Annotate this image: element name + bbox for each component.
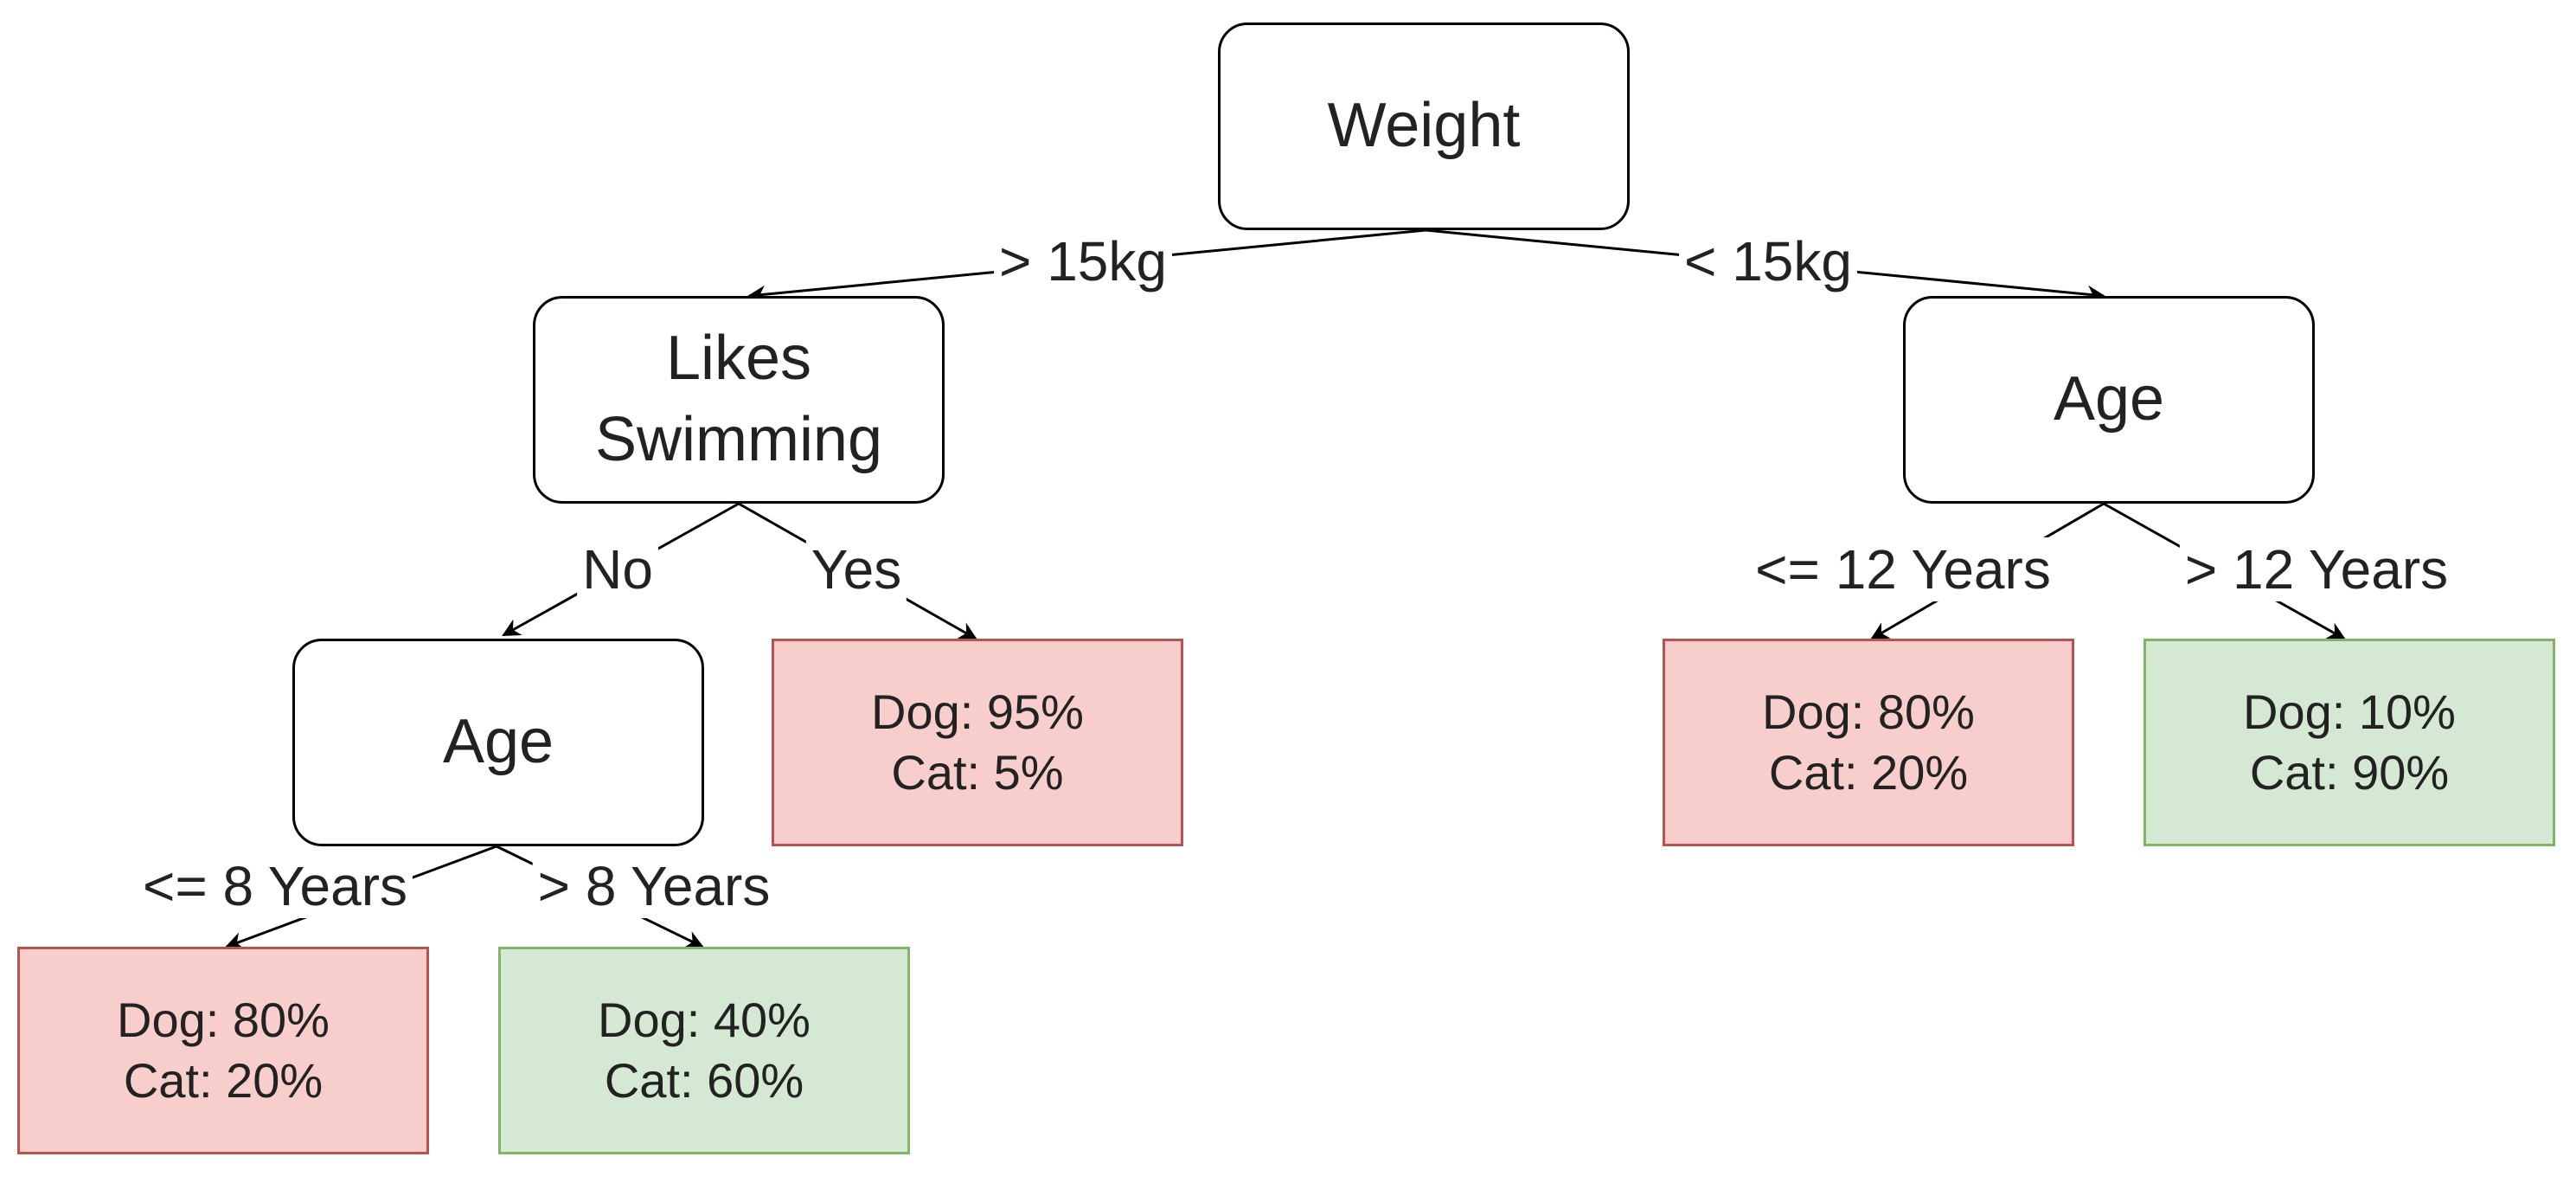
edge-label-age-right-le12: <= 12 Years — [1750, 537, 2056, 601]
leaf-age-right-gt12: Dog: 10% Cat: 90% — [2143, 639, 2555, 846]
node-age-right-label: Age — [2053, 364, 2165, 434]
leaf-swim-yes: Dog: 95% Cat: 5% — [772, 639, 1183, 846]
leaf-age-left-gt8: Dog: 40% Cat: 60% — [498, 947, 910, 1154]
node-age-left: Age — [292, 639, 704, 846]
node-age-right: Age — [1903, 296, 2315, 504]
leaf-dog-percent: Dog: 80% — [117, 993, 330, 1047]
leaf-age-right-le12: Dog: 80% Cat: 20% — [1663, 639, 2074, 846]
leaf-dog-percent: Dog: 40% — [598, 993, 811, 1047]
node-age-left-label: Age — [442, 707, 554, 777]
leaf-cat-percent: Cat: 60% — [604, 1053, 804, 1108]
leaf-cat-percent: Cat: 20% — [1768, 745, 1969, 800]
edge-label-swim-yes: Yes — [805, 537, 907, 601]
leaf-dog-percent: Dog: 10% — [2243, 684, 2456, 739]
leaf-cat-percent: Cat: 90% — [2249, 745, 2450, 800]
edge-label-age-right-gt12: > 12 Years — [2179, 537, 2454, 601]
node-weight-label: Weight — [1327, 91, 1521, 161]
edge-label-weight-lt15: < 15kg — [1679, 229, 1857, 293]
leaf-cat-percent: Cat: 20% — [123, 1053, 324, 1108]
edge-label-age-left-le8: <= 8 Years — [137, 854, 413, 918]
leaf-dog-percent: Dog: 80% — [1762, 684, 1975, 739]
edge-label-swim-no: No — [577, 537, 658, 601]
node-weight: Weight — [1218, 22, 1630, 230]
edge-label-weight-gt15: > 15kg — [994, 229, 1172, 293]
node-likes-swimming-label: Likes Swimming — [594, 324, 883, 474]
leaf-cat-percent: Cat: 5% — [891, 745, 1064, 800]
leaf-dog-percent: Dog: 95% — [871, 684, 1084, 739]
node-likes-swimming: Likes Swimming — [533, 296, 945, 504]
edge-label-age-left-gt8: > 8 Years — [532, 854, 776, 918]
leaf-age-left-le8: Dog: 80% Cat: 20% — [17, 947, 429, 1154]
